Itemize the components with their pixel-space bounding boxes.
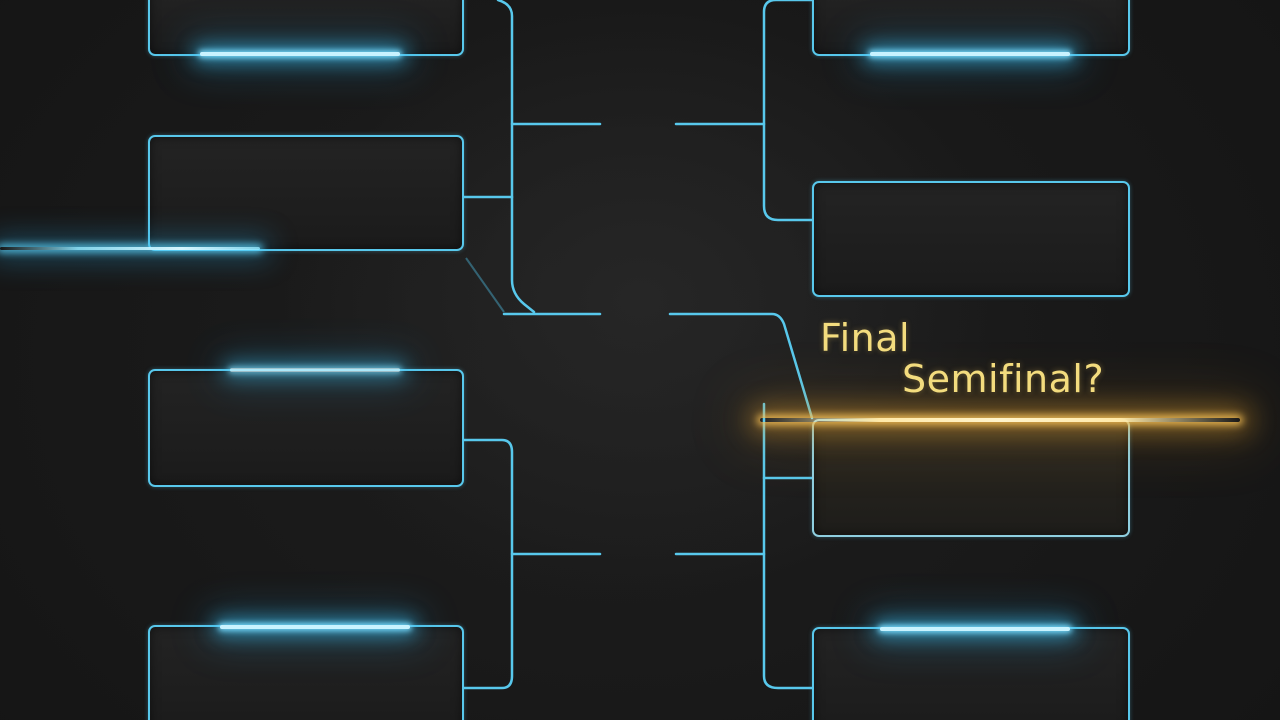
- left-slot-1[interactable]: [148, 0, 464, 56]
- right-top-bracket-line: [762, 0, 816, 222]
- left-slot-1-glow: [200, 52, 400, 56]
- right-slot-4-glow: [880, 627, 1070, 631]
- right-slot-2[interactable]: [812, 181, 1130, 297]
- left-slot-2-glow: [0, 247, 260, 250]
- right-slot-3[interactable]: [812, 419, 1130, 537]
- left-slot-2[interactable]: [148, 135, 464, 251]
- left-bottom-bracket-line: [461, 438, 514, 690]
- left-diagonal-reflection: [465, 257, 505, 313]
- right-slot-4[interactable]: [812, 627, 1130, 720]
- left-top-bracket-line: [496, 0, 536, 314]
- left-slot-4[interactable]: [148, 625, 464, 720]
- right-bottom-bracket-line: [762, 402, 814, 690]
- left-slot-3-glow: [230, 368, 400, 372]
- right-slot-1-glow: [870, 52, 1070, 56]
- right-to-center-line: [668, 312, 814, 420]
- final-label: Final: [820, 316, 911, 360]
- right-slot-3-gold-glow: [760, 418, 1240, 422]
- left-slot-3[interactable]: [148, 369, 464, 487]
- left-slot-4-glow: [220, 625, 410, 629]
- semifinal-label: Semifinal?: [902, 357, 1105, 401]
- right-slot-1[interactable]: [812, 0, 1130, 56]
